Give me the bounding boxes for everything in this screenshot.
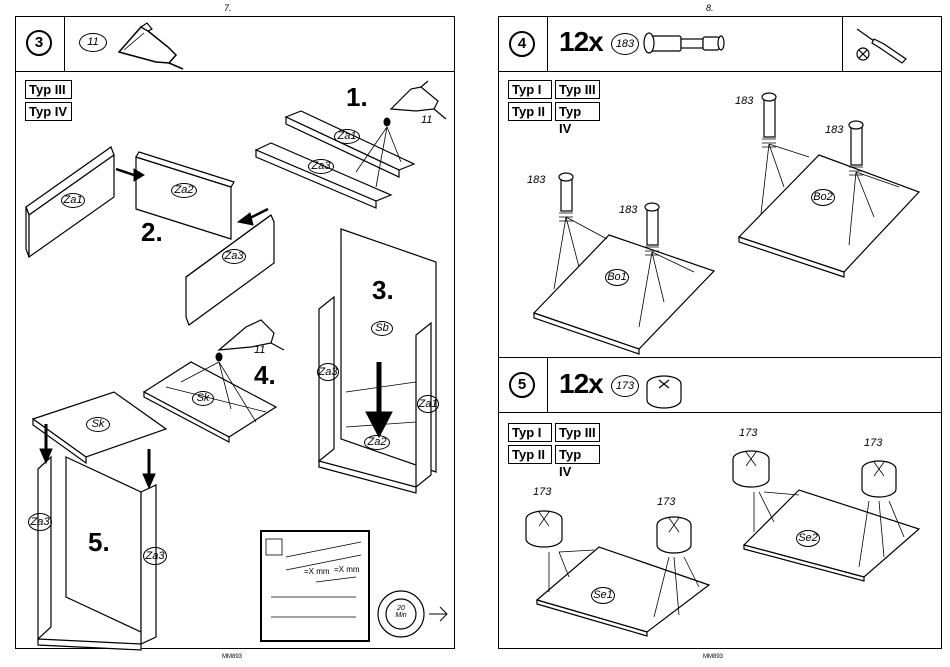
part-label-sk: Sk [192, 391, 214, 406]
measure-label: =X mm [304, 567, 330, 576]
panel-label-se1: Se1 [591, 587, 615, 604]
part-label-za1: Za1 [417, 395, 439, 413]
part-label-sk: Sk [86, 417, 110, 432]
page-number-left: 7. [224, 3, 232, 13]
part-label-za3: Za3 [317, 363, 339, 381]
part-label-za3: Za3 [308, 159, 334, 174]
part-label-za1: Za1 [61, 193, 85, 208]
substep-number: 3. [372, 275, 394, 306]
callout-173: 173 [864, 437, 882, 449]
part-label-za3: Za3 [222, 249, 246, 264]
part-label-za2: Za2 [171, 183, 197, 198]
part-label-za3: Za3 [143, 547, 167, 565]
left-page: 3 11 Typ III Typ IV [15, 16, 455, 649]
page-footer: MM893 [703, 654, 723, 660]
page-footer: MM893 [222, 654, 242, 660]
substep-number: 1. [346, 82, 368, 113]
callout-173: 173 [657, 496, 675, 508]
part-label-za2: Za2 [364, 435, 390, 450]
substep-number: 2. [141, 217, 163, 248]
step5-illustration [499, 17, 943, 650]
substep-number: 5. [88, 527, 110, 558]
glue-ref-label: 11 [254, 344, 265, 356]
substep-number: 4. [254, 360, 276, 391]
glue-ref-label: 11 [421, 114, 432, 126]
right-page: 4 12x 183 Typ I Typ III T [498, 16, 942, 649]
measure-label: =X mm [334, 565, 360, 574]
page-number-right: 8. [706, 3, 714, 13]
timer-label: 20 Min [391, 605, 411, 619]
panel-label-se2: Se2 [796, 530, 820, 547]
part-label-za3: Za3 [28, 513, 52, 531]
callout-173: 173 [533, 486, 551, 498]
callout-173: 173 [739, 427, 757, 439]
part-label-za1: Za1 [334, 129, 360, 144]
part-label-sb: Sb [371, 321, 393, 336]
